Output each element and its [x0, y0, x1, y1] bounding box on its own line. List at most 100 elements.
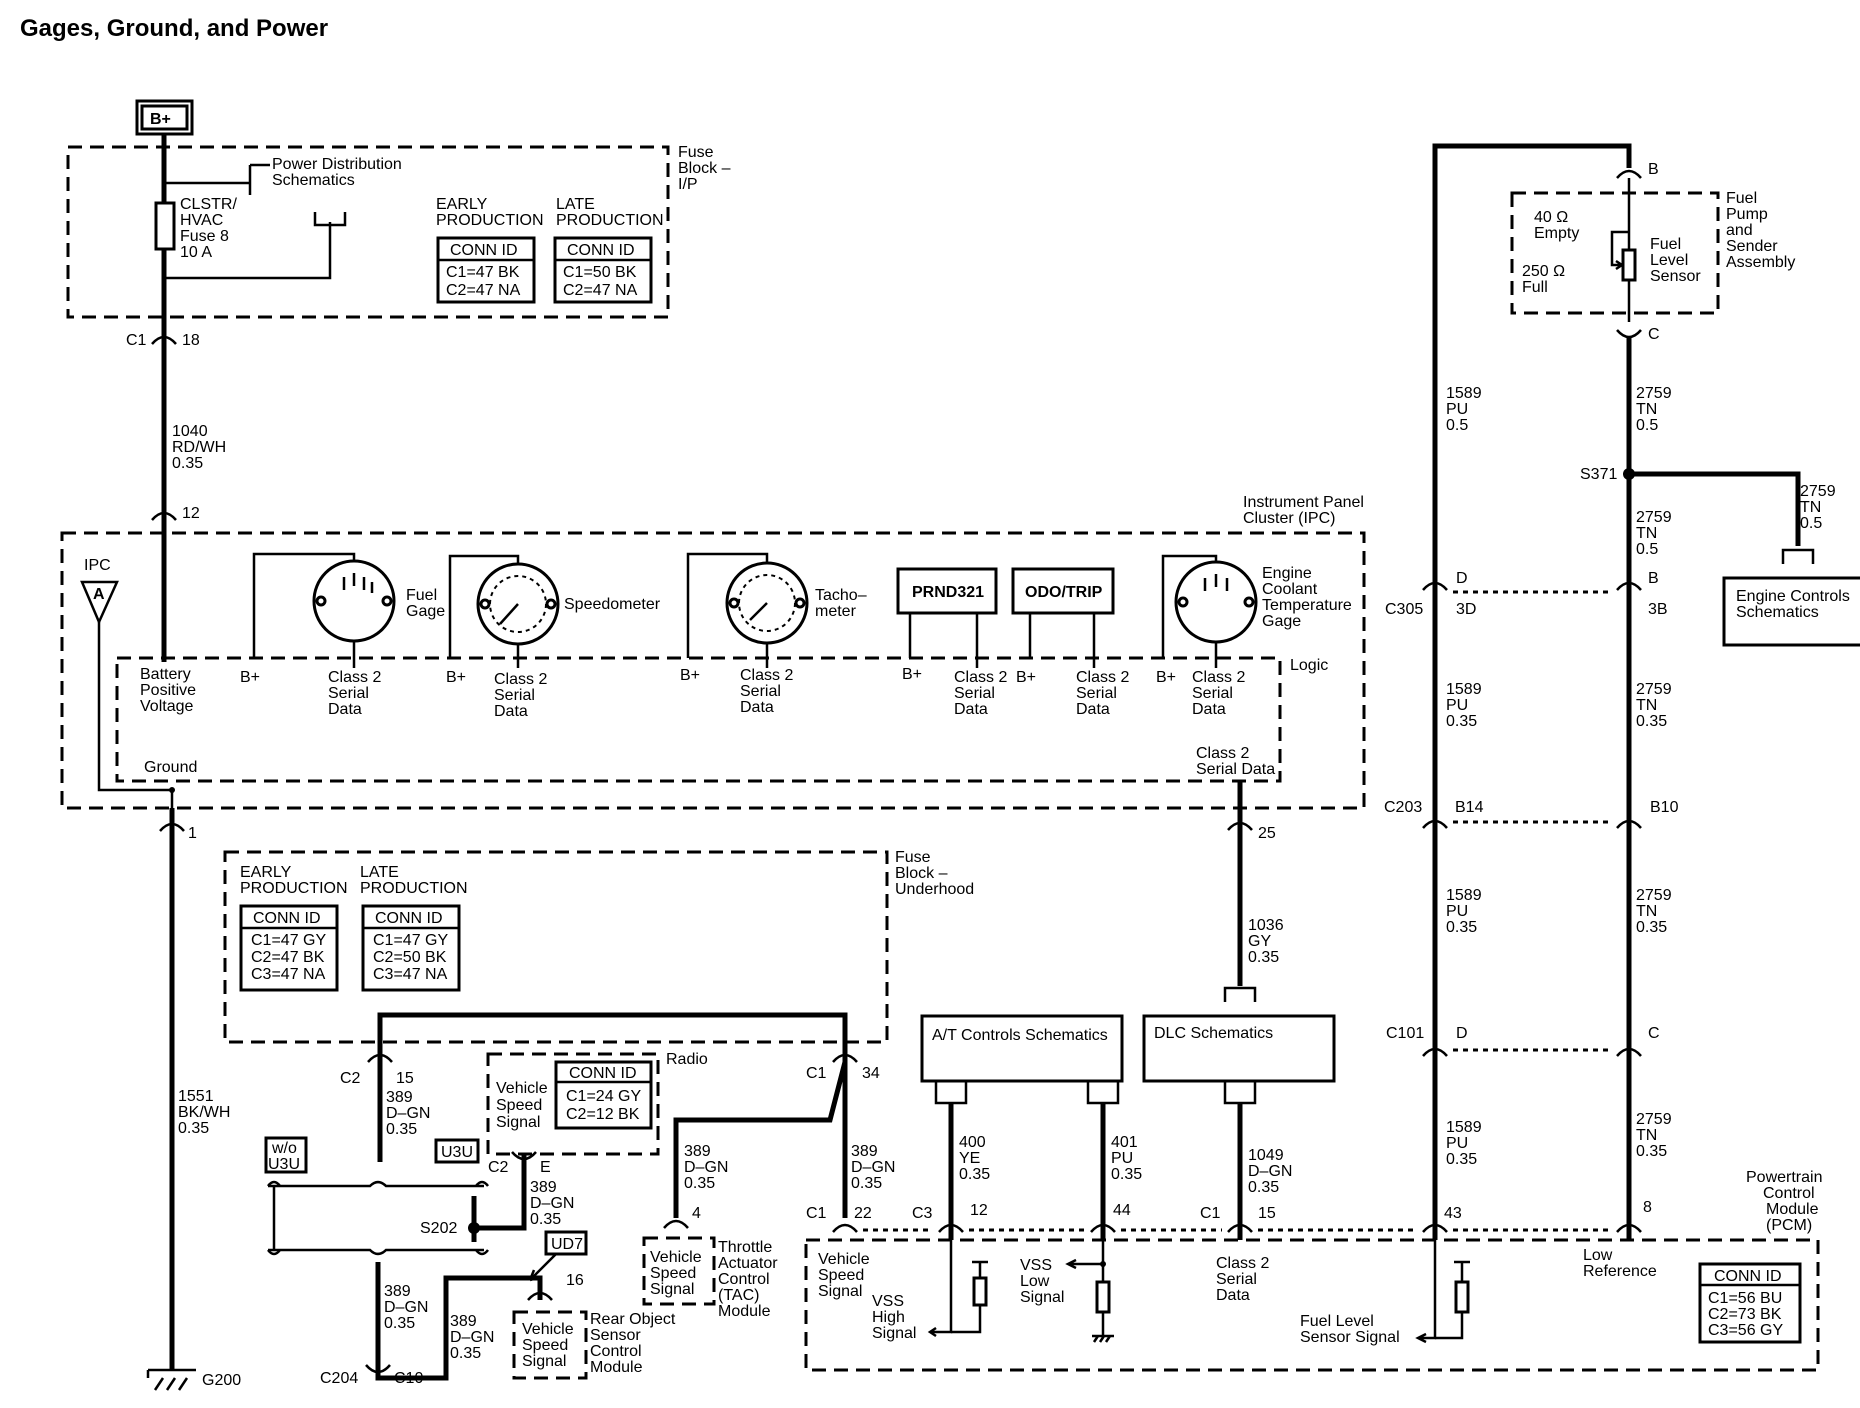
- diagram-label: Speed: [818, 1267, 864, 1284]
- diagram-label: 44: [1113, 1202, 1131, 1219]
- diagram-label: 389: [386, 1089, 413, 1106]
- diagram-label: 40 Ω: [1534, 209, 1568, 226]
- diagram-label: A/T Controls Schematics: [932, 1027, 1108, 1044]
- diagram-label: C1: [806, 1065, 827, 1082]
- diagram-label: B+: [680, 667, 700, 684]
- diagram-label: 34: [862, 1065, 880, 1082]
- diagram-label: RD/WH: [172, 439, 226, 456]
- diagram-label: Schematics: [272, 172, 355, 189]
- diagram-label: C2=47 BK: [251, 949, 325, 966]
- diagram-label: BK/WH: [178, 1104, 230, 1121]
- diagram-label: Low: [1020, 1273, 1050, 1290]
- radio-module: Radio Vehicle Speed Signal CONN ID C1=24…: [486, 1051, 708, 1156]
- diagram-label: meter: [815, 603, 857, 620]
- diagram-label: U3U: [441, 1144, 473, 1161]
- diagram-label: Fuel: [1650, 236, 1681, 253]
- diagram-label: 8: [1643, 1199, 1652, 1216]
- diagram-label: Positive: [140, 682, 196, 699]
- diagram-label: C1: [126, 332, 147, 349]
- diagram-label: Pump: [1726, 206, 1768, 223]
- diagram-label: Class 2: [740, 667, 793, 684]
- diagram-label: Signal: [522, 1353, 566, 1370]
- diagram-label: Data: [740, 699, 774, 716]
- diagram-label: Block –: [895, 865, 948, 882]
- diagram-label: 3B: [1648, 601, 1668, 618]
- diagram-label: Reference: [1583, 1263, 1657, 1280]
- diagram-label: C305: [1385, 601, 1423, 618]
- diagram-label: Voltage: [140, 698, 193, 715]
- diagram-label: Serial: [1076, 685, 1117, 702]
- diagram-label: 0.35: [1636, 713, 1667, 730]
- diagram-label: Serial: [1192, 685, 1233, 702]
- diagram-label: C2=50 BK: [373, 949, 447, 966]
- diagram-label: Serial: [954, 685, 995, 702]
- diagram-label: 389: [384, 1283, 411, 1300]
- diagram-label: Engine: [1262, 565, 1312, 582]
- diagram-label: C101: [1386, 1025, 1424, 1042]
- diagram-label: TN: [1636, 1127, 1657, 1144]
- diagram-label: Fuel: [1726, 190, 1757, 207]
- diagram-label: 0.35: [530, 1211, 561, 1228]
- diagram-label: 1049: [1248, 1147, 1284, 1164]
- diagram-label: Data: [954, 701, 988, 718]
- diagram-label: A: [93, 586, 105, 603]
- diagram-label: Logic: [1290, 657, 1328, 674]
- diagram-label: 401: [1111, 1134, 1138, 1151]
- diagram-label: 0.35: [1248, 949, 1279, 966]
- diagram-label: Data: [328, 701, 362, 718]
- diagram-label: High: [872, 1309, 905, 1326]
- diagram-label: C3=47 NA: [251, 966, 326, 983]
- diagram-label: 400: [959, 1134, 986, 1151]
- diagram-label: 1589: [1446, 681, 1482, 698]
- diagram-label: C10: [394, 1370, 423, 1387]
- diagram-label: 1040: [172, 423, 208, 440]
- diagram-label: Vehicle: [522, 1321, 574, 1338]
- diagram-label: Sensor Signal: [1300, 1329, 1400, 1346]
- diagram-label: EARLY: [436, 196, 488, 213]
- diagram-label: GY: [1248, 933, 1271, 950]
- diagram-label: 12: [182, 505, 200, 522]
- diagram-label: C2: [340, 1070, 361, 1087]
- diagram-label: Class 2: [1216, 1255, 1269, 1272]
- diagram-label: LATE: [360, 864, 399, 881]
- fuse-block-underhood: Fuse Block – Underhood EARLY PRODUCTION …: [223, 849, 974, 1062]
- diagram-label: Fuse 8: [180, 228, 229, 245]
- diagram-label: PU: [1446, 1135, 1468, 1152]
- diagram-label: Serial: [740, 683, 781, 700]
- diagram-label: Underhood: [895, 881, 974, 898]
- diagram-label: PU: [1446, 697, 1468, 714]
- diagram-label: 0.35: [384, 1315, 415, 1332]
- diagram-label: 16: [566, 1272, 584, 1289]
- diagram-label: PRODUCTION: [240, 880, 348, 897]
- diagram-label: 0.5: [1446, 417, 1468, 434]
- diagram-label: I/P: [678, 176, 698, 193]
- diagram-label: G200: [202, 1372, 241, 1389]
- diagram-label: Speedometer: [564, 596, 661, 613]
- diagram-title: Gages, Ground, and Power: [20, 15, 328, 42]
- diagram-label: B: [1648, 161, 1659, 178]
- diagram-label: C203: [1384, 799, 1422, 816]
- diagram-label: w/o: [271, 1140, 297, 1157]
- diagram-label: VSS: [1020, 1257, 1052, 1274]
- diagram-label: D–GN: [386, 1105, 430, 1122]
- diagram-label: EARLY: [240, 864, 292, 881]
- diagram-label: Class 2: [1192, 669, 1245, 686]
- diagram-label: C1: [1200, 1205, 1221, 1222]
- diagram-label: Module: [718, 1303, 771, 1320]
- diagram-label: Data: [1076, 701, 1110, 718]
- diagram-label: UD7: [551, 1236, 583, 1253]
- diagram-label: C2=47 NA: [446, 282, 521, 299]
- diagram-label: Actuator: [718, 1255, 778, 1272]
- diagram-label: CONN ID: [1714, 1268, 1782, 1285]
- diagram-label: 250 Ω: [1522, 263, 1565, 280]
- instrument-panel-cluster: Instrument Panel Cluster (IPC) Logic IPC…: [60, 494, 1366, 810]
- diagram-label: B10: [1650, 799, 1679, 816]
- diagram-label: C204: [320, 1370, 358, 1387]
- diagram-label: 15: [1258, 1205, 1276, 1222]
- diagram-label: B+: [240, 669, 260, 686]
- diagram-label: Vehicle: [650, 1249, 702, 1266]
- diagram-label: C1: [806, 1205, 827, 1222]
- fuse-block-ip: CLSTR/ HVAC Fuse 8 10 A Power Distributi…: [66, 144, 731, 319]
- diagram-label: CONN ID: [253, 910, 321, 927]
- diagram-label: YE: [959, 1150, 980, 1167]
